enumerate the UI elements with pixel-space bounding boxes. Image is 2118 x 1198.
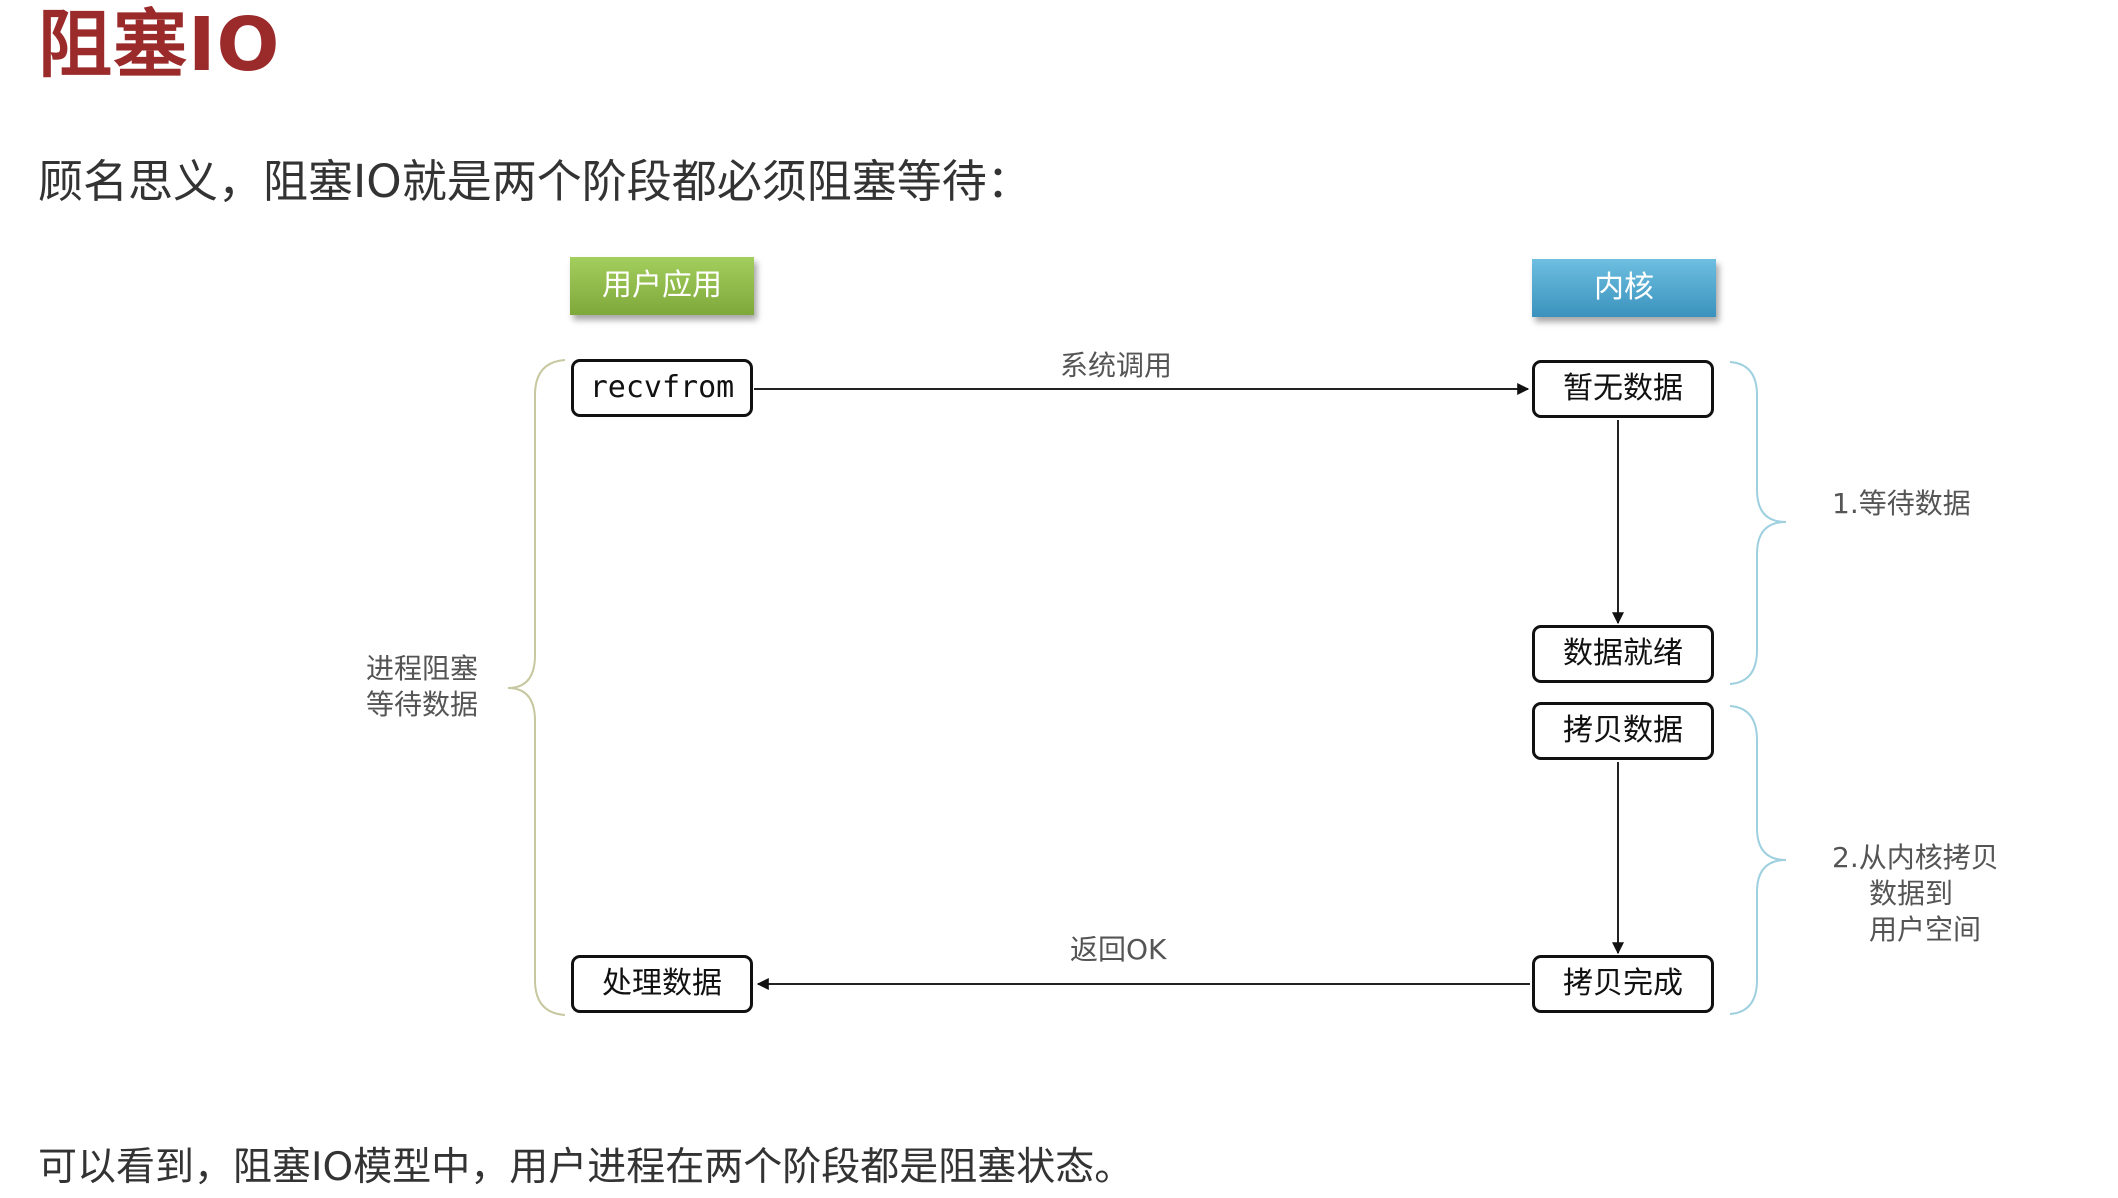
right-brace-phase1 — [1729, 361, 1787, 685]
syscall-label: 系统调用 — [1060, 349, 1173, 382]
no-data-box: 暂无数据 — [1532, 360, 1714, 418]
page-subtitle: 顾名思义，阻塞IO就是两个阶段都必须阻塞等待： — [38, 155, 1032, 208]
copy-data-box: 拷贝数据 — [1532, 702, 1714, 760]
data-ready-box: 数据就绪 — [1532, 625, 1714, 683]
recvfrom-box: recvfrom — [571, 359, 753, 417]
copy-done-box: 拷贝完成 — [1532, 955, 1714, 1013]
page-footer: 可以看到，阻塞IO模型中，用户进程在两个阶段都是阻塞状态。 — [38, 1145, 1134, 1190]
left-brace-line2: 等待数据 — [366, 688, 479, 721]
right-brace-phase2 — [1729, 705, 1787, 1015]
process-data-box: 处理数据 — [571, 955, 753, 1013]
page-title: 阻塞IO — [38, 2, 281, 88]
user-app-header: 用户应用 — [570, 257, 754, 315]
kernel-header: 内核 — [1532, 259, 1716, 317]
left-brace-line1: 进程阻塞 — [366, 652, 479, 685]
phase1-label: 1.等待数据 — [1832, 487, 1971, 520]
left-brace — [507, 359, 566, 1016]
phase2-line1: 2.从内核拷贝 — [1832, 841, 1999, 874]
phase2-line2: 数据到 — [1869, 877, 1954, 910]
phase2-line3: 用户空间 — [1869, 913, 1982, 946]
left-brace-label: 进程阻塞 等待数据 — [366, 651, 478, 723]
phase2-label: 2.从内核拷贝 数据到 用户空间 — [1832, 840, 1999, 948]
return-label: 返回OK — [1070, 933, 1167, 966]
